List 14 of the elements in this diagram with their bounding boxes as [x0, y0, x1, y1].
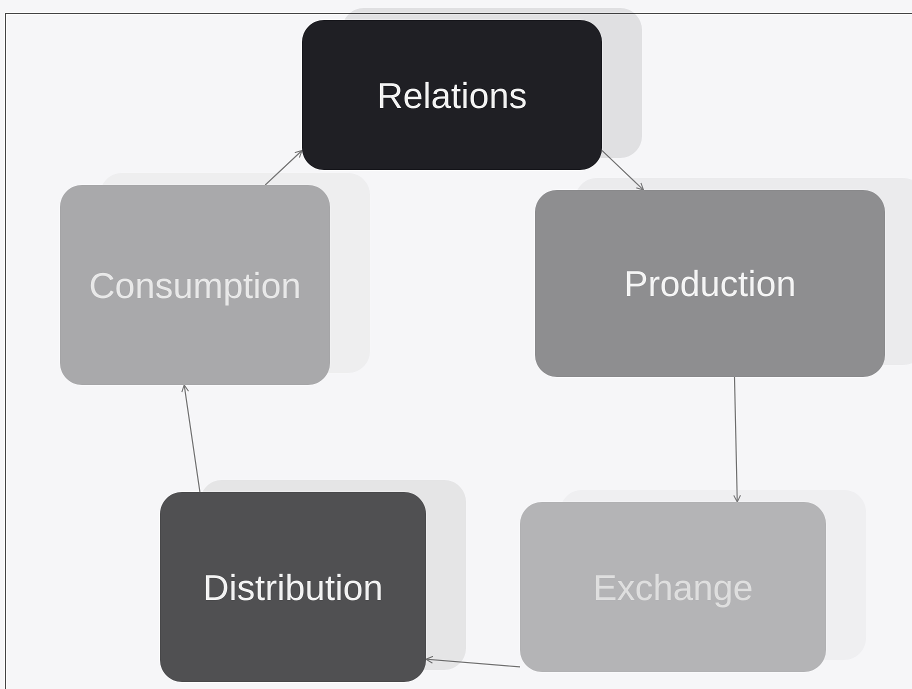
arrow — [181, 384, 200, 492]
arrow — [264, 150, 303, 186]
arrow — [733, 376, 742, 503]
process-box — [302, 20, 602, 170]
process-box — [60, 185, 330, 385]
arrow — [425, 656, 520, 668]
process-box — [520, 502, 826, 672]
process-box — [160, 492, 426, 682]
process-box — [535, 190, 885, 377]
box-label: Consumption — [88, 264, 302, 308]
box-label: Distribution — [202, 566, 384, 610]
arrow — [602, 150, 644, 191]
box-label: Production — [624, 262, 796, 306]
box-label: Relations — [376, 74, 528, 118]
